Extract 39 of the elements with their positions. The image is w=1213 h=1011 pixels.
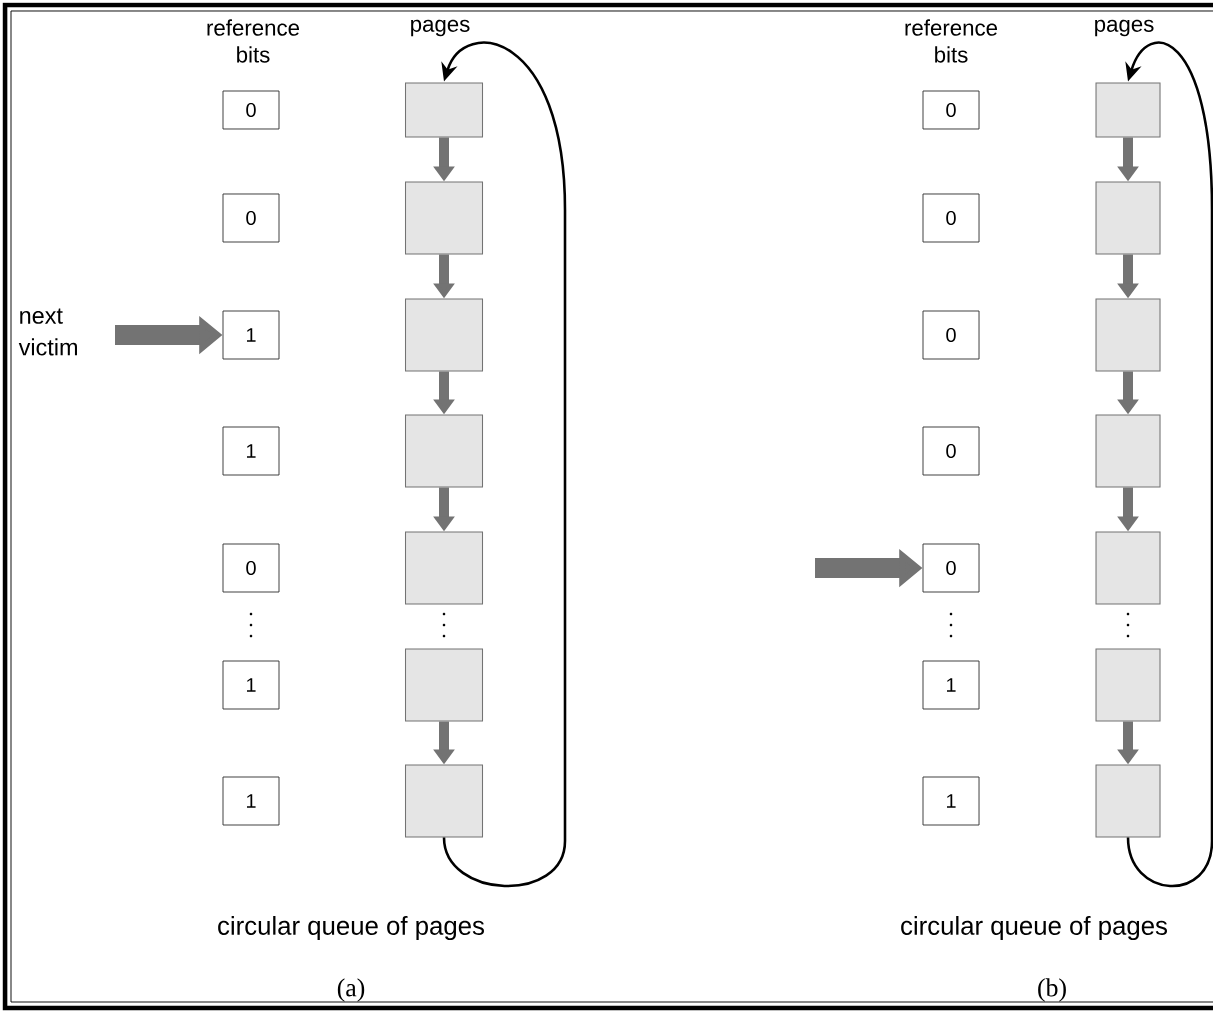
bit-box: 1 [222,426,280,476]
bit-box: 1 [222,660,280,710]
page-box [1095,82,1161,138]
bit-box: 0 [922,90,980,130]
bit-box: 0 [222,90,280,130]
caption: circular queue of pages [901,916,1167,940]
page-box [405,298,484,372]
panel-label: (b) [1038,978,1066,1002]
page-box [405,648,484,722]
callout-text: next victim [18,308,77,356]
loop-arrow [1125,41,1213,888]
bit-box: 0 [222,543,280,593]
page-box [405,82,484,138]
page-box [405,414,484,488]
bit-box: 1 [222,310,280,360]
page-box [1095,764,1161,838]
page-box [1095,181,1161,255]
column-heading: pages [411,19,470,37]
loop-arrow [441,42,567,888]
page-box [405,531,484,605]
bit-box: 0 [922,543,980,593]
bit-box: 1 [922,776,980,826]
page-box [1095,414,1161,488]
page-box [1095,298,1161,372]
bit-box: 0 [922,426,980,476]
column-heading: reference bits [207,19,300,63]
page-box [405,181,484,255]
page-box [1095,648,1161,722]
column-heading: pages [1095,19,1154,37]
bit-box: 0 [222,193,280,243]
bit-box: 0 [922,310,980,360]
column-heading: reference bits [905,19,998,63]
page-box [405,764,484,838]
page-box [1095,531,1161,605]
caption: circular queue of pages [218,916,484,940]
bit-box: 1 [922,660,980,710]
panel-label: (a) [337,978,365,1002]
bit-box: 1 [222,776,280,826]
bit-box: 0 [922,193,980,243]
